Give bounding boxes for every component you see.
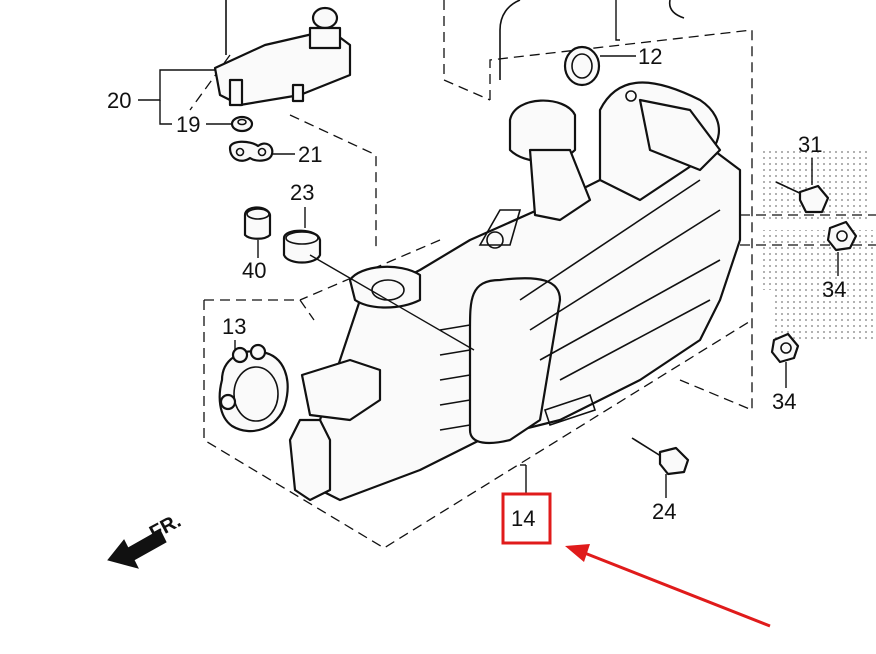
label-34-upper: 34: [822, 277, 846, 302]
bolt-31[interactable]: [775, 181, 830, 214]
washer[interactable]: [230, 115, 254, 133]
label-14: 14: [511, 506, 535, 531]
label-24: 24: [652, 499, 676, 524]
manifold-ribs: [439, 324, 471, 431]
nut-34-upper[interactable]: [826, 220, 858, 252]
leader-lines: [138, 0, 839, 498]
label-40: 40: [242, 258, 266, 283]
valve-assembly[interactable]: [213, 0, 352, 107]
front-arrow-icon: FR.: [107, 510, 185, 569]
label-12: 12: [638, 44, 662, 69]
label-19: 19: [176, 112, 200, 137]
gasket-13[interactable]: [218, 343, 289, 433]
grommet-23[interactable]: [282, 229, 322, 264]
assembly-outline: [189, 0, 876, 549]
part-labels: 20 19 21 23 40 13 12 31 34 34 24 14: [107, 44, 846, 531]
bolt-24[interactable]: [631, 437, 690, 476]
label-34-lower: 34: [772, 389, 796, 414]
label-20: 20: [107, 88, 131, 113]
vacuum-hose-end: [668, 0, 685, 19]
nut-34-lower[interactable]: [770, 332, 800, 364]
intake-manifold[interactable]: [288, 81, 742, 502]
vacuum-hose: [499, 0, 521, 80]
plug-40[interactable]: [243, 206, 272, 240]
gasket-21[interactable]: [228, 140, 274, 162]
label-13: 13: [222, 314, 246, 339]
highlight-box: [501, 492, 552, 545]
engine-side-texture: [760, 150, 876, 340]
o-ring-12[interactable]: [563, 45, 601, 87]
label-23: 23: [290, 180, 314, 205]
label-31: 31: [798, 132, 822, 157]
label-21: 21: [298, 142, 322, 167]
pointer-arrow: [565, 544, 771, 628]
